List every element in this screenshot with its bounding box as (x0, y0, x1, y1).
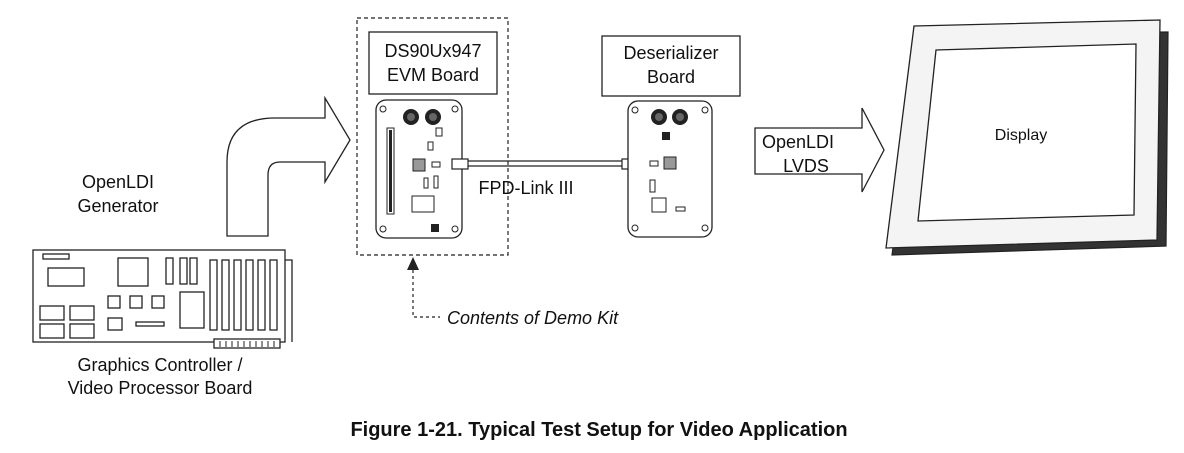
deserializer-board (627, 100, 713, 238)
demo-kit-pointer (407, 257, 440, 318)
graphics-controller-board (32, 249, 293, 349)
board-label-line1: Graphics Controller / (77, 355, 242, 375)
output-label-line2: LVDS (783, 156, 829, 176)
deserializer-label-line2: Board (647, 67, 695, 87)
display-label: Display (995, 127, 1047, 144)
fpd-link-label: FPD-Link III (478, 178, 573, 198)
display-monitor (885, 19, 1169, 256)
evm-label-line1: DS90Ux947 (384, 41, 481, 61)
evm-label-box (368, 31, 498, 95)
output-label-line1: OpenLDI (762, 132, 834, 152)
output-arrow (754, 107, 885, 193)
demo-kit-label: Contents of Demo Kit (447, 308, 619, 328)
edge-connector-pins (219, 341, 275, 347)
fpd-link-cable (451, 158, 639, 170)
deserializer-label-line1: Deserializer (623, 43, 718, 63)
board-label-line2: Video Processor Board (68, 378, 253, 398)
generator-label-line2: Generator (77, 196, 158, 216)
deserializer-label-box (601, 35, 741, 97)
demo-kit-boundary (356, 17, 509, 256)
evm-label-line2: EVM Board (387, 65, 479, 85)
figure-caption: Figure 1-21. Typical Test Setup for Vide… (350, 419, 847, 441)
evm-board (375, 99, 463, 239)
generator-label-line1: OpenLDI (82, 172, 154, 192)
curved-arrow (226, 95, 351, 237)
